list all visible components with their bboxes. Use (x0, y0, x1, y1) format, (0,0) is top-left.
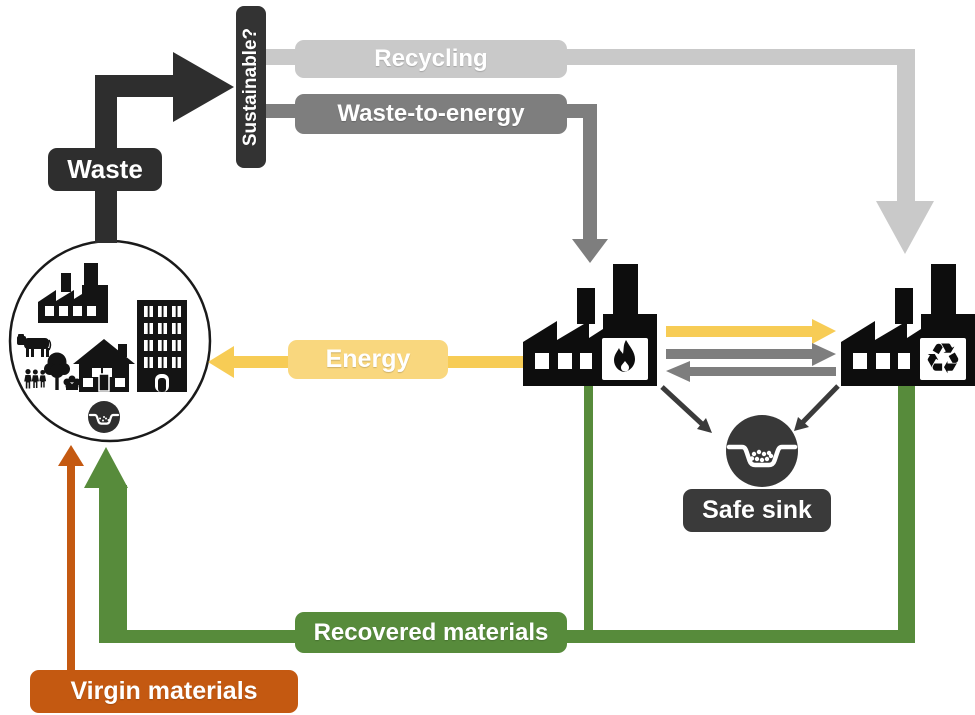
energy-arrowhead (208, 346, 234, 378)
plant-exchange-arrow-gray-left (666, 361, 836, 382)
virgin-materials-arrowhead (58, 445, 84, 466)
recycling-arrowhead (876, 201, 934, 254)
tree-icon (44, 352, 70, 390)
plant-exchange-arrow-gray-right (666, 343, 836, 366)
safe-sink-arrow-right (794, 384, 840, 431)
virgin-materials-label: Virgin materials (30, 670, 298, 713)
recycling-label: Recycling (295, 40, 567, 78)
plant-exchange-arrow-yellow (666, 319, 836, 344)
waste-flow-arrow (95, 52, 234, 243)
safe-sink-arrow-left (660, 385, 712, 433)
flame-icon (614, 340, 635, 372)
sustainable-label-text: Sustainable? (240, 27, 261, 147)
waste-bin-icon (88, 401, 120, 433)
recovered-materials-label: Recovered materials (295, 612, 567, 653)
waste-label: Waste (48, 148, 162, 191)
cow-icon (17, 334, 52, 357)
safe-sink-icon (726, 415, 798, 487)
sustainable-label: Sustainable? (236, 6, 266, 168)
recycle-symbol-icon: ♻ (924, 334, 962, 383)
people-icon (24, 369, 47, 389)
safe-sink-label: Safe sink (683, 489, 831, 532)
house-icon (73, 339, 135, 392)
waste-to-energy-arrowhead (572, 239, 608, 263)
energy-label: Energy (288, 340, 448, 379)
shrub-icon (63, 375, 81, 390)
waste-to-energy-label: Waste-to-energy (295, 94, 567, 134)
recovered-materials-arrowhead (84, 447, 128, 488)
wte-plant-icon (523, 264, 657, 386)
recycling-flow-arrow (265, 49, 934, 254)
recycling-plant-icon: ♻ (841, 264, 975, 386)
apartment-building-icon (137, 300, 187, 392)
society-circle (8, 239, 212, 443)
virgin-materials-flow-arrow (58, 445, 84, 674)
factory-icon (38, 263, 108, 323)
